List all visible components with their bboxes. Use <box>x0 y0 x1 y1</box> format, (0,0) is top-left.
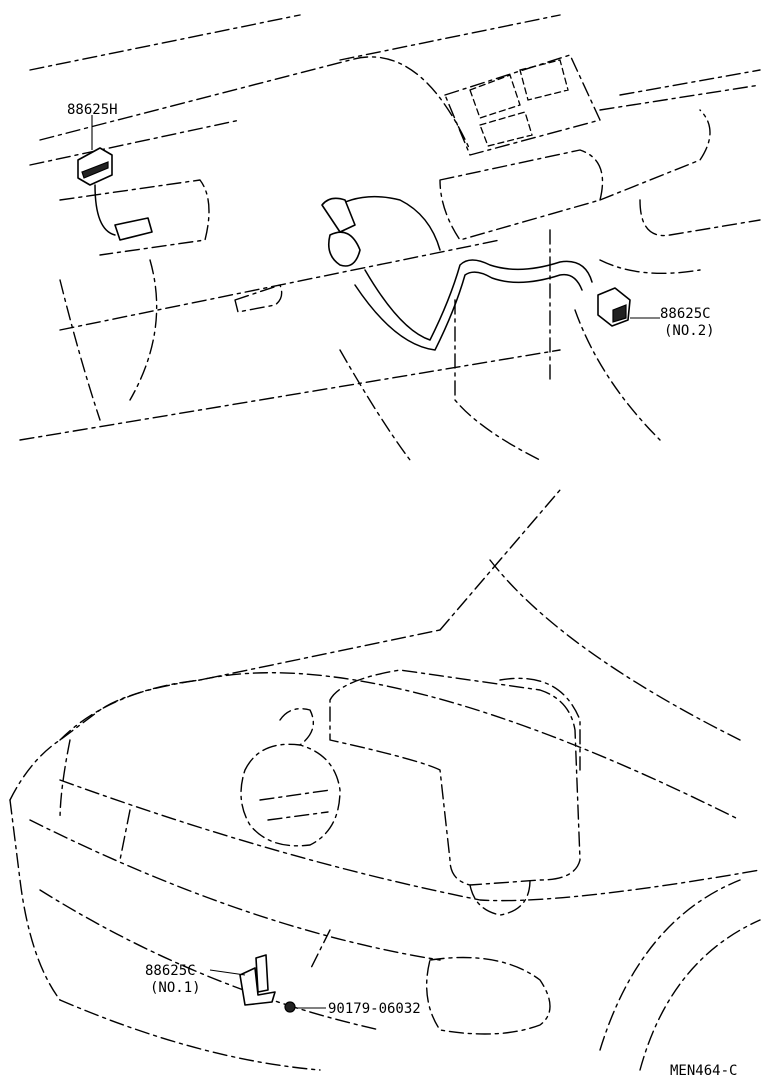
label-88625c-no1-sub: (NO.1) <box>150 980 201 996</box>
windshield-line-1 <box>29 14 301 71</box>
label-90179-06032: 90179-06032 <box>328 1001 421 1017</box>
horn-bracket <box>255 954 269 993</box>
label-88625c-no2-sub: (NO.2) <box>664 323 715 339</box>
roof-line <box>339 14 561 61</box>
center-tunnel-right <box>454 299 541 461</box>
figure-code: MEN464-C <box>670 1063 737 1079</box>
bottom-view-front <box>9 489 761 1071</box>
hose-lower <box>354 271 583 351</box>
floor-line <box>19 349 561 441</box>
fog-lamp <box>425 956 551 1035</box>
switch-88625h-base <box>81 161 109 179</box>
bumper-top <box>59 779 761 902</box>
dash-top-line <box>29 119 241 166</box>
grille-side <box>59 739 71 821</box>
air-cleaner-outlet <box>469 879 531 916</box>
label-88625h: 88625H <box>67 102 118 118</box>
top-right-line-2 <box>599 84 761 111</box>
bumper-left <box>9 799 61 1001</box>
fender-line <box>489 559 741 741</box>
steering-column <box>639 199 761 237</box>
bumper-divider <box>309 929 331 971</box>
hood-center-line <box>199 672 741 821</box>
air-cleaner-box <box>329 669 581 886</box>
grille-divider <box>119 809 131 861</box>
vent-grid <box>469 59 569 119</box>
sensor-bracket <box>327 231 361 267</box>
label-88625c-no2: 88625C <box>660 306 711 322</box>
door-panel <box>129 259 158 401</box>
windshield-line-2 <box>39 56 471 151</box>
relay-no2-terminal <box>612 304 627 323</box>
console-lower-right <box>574 309 661 441</box>
door-handle <box>234 284 283 313</box>
spoiler <box>59 999 321 1071</box>
grille-top <box>9 679 201 801</box>
intake-pipe <box>279 708 314 746</box>
bolt-90179-06032 <box>284 1001 296 1013</box>
center-tunnel-left <box>339 349 411 461</box>
center-console-vent <box>439 149 604 241</box>
hose-upper <box>364 259 593 341</box>
wheel-arch-outer <box>599 879 741 1051</box>
switch-cable <box>94 184 116 236</box>
instrument-hood <box>599 109 711 201</box>
top-view-interior <box>19 14 761 461</box>
air-cleaner-lid <box>499 677 581 771</box>
vent-frame <box>444 54 601 156</box>
throttle-body-ribs <box>259 789 331 821</box>
glovebox-upper <box>59 179 210 256</box>
vent-grid-lower <box>479 111 533 147</box>
duct-top <box>329 195 441 251</box>
sensor-body <box>321 197 356 233</box>
door-edge <box>59 279 101 421</box>
hood-rear-edge <box>439 489 561 631</box>
label-88625c-no1: 88625C <box>145 963 196 979</box>
top-right-line-1 <box>619 69 761 96</box>
throttle-body <box>240 743 341 847</box>
bumper-mid <box>29 819 441 961</box>
connector-plug <box>114 217 153 241</box>
wheel-arch-inner <box>639 919 761 1071</box>
horn-88625c-no1 <box>239 967 276 1006</box>
lower-dash-right <box>599 259 701 275</box>
leader-88625c-no1 <box>209 969 246 976</box>
